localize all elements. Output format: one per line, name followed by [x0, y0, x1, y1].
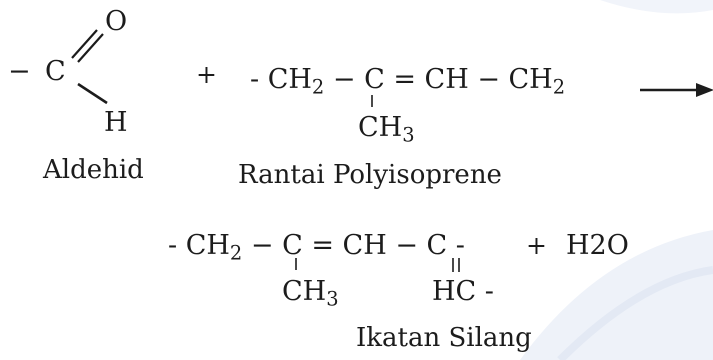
product-plus-sign: + [526, 231, 547, 260]
polyisoprene-branch: CH3 [358, 112, 415, 147]
aldehyde-oxygen: O [105, 6, 128, 37]
polyisoprene-chain: - CH2 − C = CH − CH2 [250, 64, 566, 99]
water-formula: H2O [566, 230, 629, 261]
aldehyde-dash: − [8, 56, 31, 87]
product-lower-group: HC - [432, 276, 494, 307]
single-bond-line [77, 82, 108, 105]
reaction-arrow-icon [640, 83, 713, 97]
aldehyde-hydrogen: H [104, 107, 128, 138]
aldehyde-label: Aldehid [43, 155, 144, 185]
product-label: Ikatan Silang [356, 323, 532, 353]
product-chain: - CH2 − C = CH − C - [168, 230, 465, 265]
polyisoprene-label: Rantai Polyisoprene [238, 160, 502, 190]
double-bond-line-b [77, 33, 104, 63]
product-branch: CH3 [282, 276, 339, 311]
plus-sign: + [196, 60, 217, 89]
double-bond-line-a [71, 29, 98, 59]
aldehyde-carbon: C [45, 56, 66, 87]
